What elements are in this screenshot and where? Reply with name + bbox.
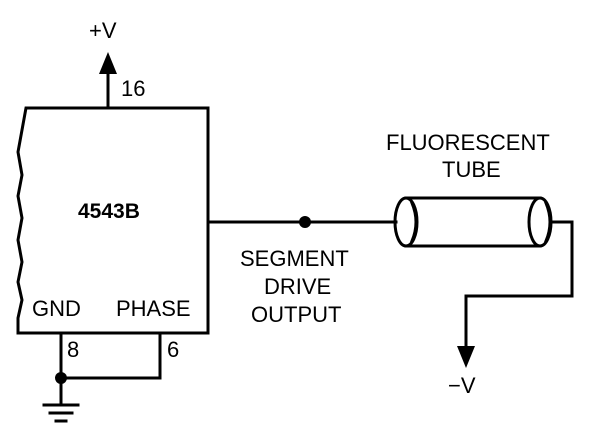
phase-pin-label: PHASE [116, 296, 191, 321]
phase-pin-number: 6 [167, 337, 179, 362]
positive-supply-label: +V [89, 18, 117, 43]
output-junction-dot [299, 216, 311, 228]
tube-label-line-1: FLUORESCENT [386, 130, 550, 155]
ground-icon [42, 403, 80, 423]
negative-supply-label: −V [448, 373, 476, 398]
gnd-pin-number: 8 [67, 337, 79, 362]
fluorescent-tube-icon [393, 196, 553, 248]
output-label-line-2: DRIVE [264, 274, 331, 299]
gnd-pin-label: GND [32, 296, 81, 321]
tube-label-line-2: TUBE [442, 157, 501, 182]
output-label-line-3: OUTPUT [251, 302, 341, 327]
vcc-pin-number: 16 [121, 76, 145, 101]
output-label-line-1: SEGMENT [240, 246, 349, 271]
negative-supply-wire [457, 220, 574, 368]
ground-wiring [55, 331, 162, 407]
chip-part-number: 4543B [78, 200, 140, 223]
ground-junction-dot [55, 372, 67, 384]
ic-body [16, 106, 210, 335]
segment-output-wire [206, 216, 398, 228]
vcc-arrow [99, 52, 117, 110]
